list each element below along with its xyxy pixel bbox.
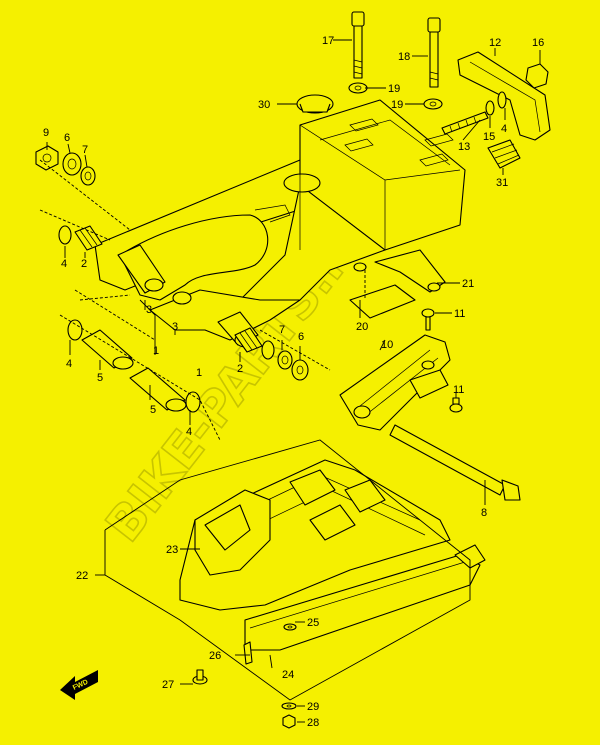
callout-12: 12 — [489, 37, 501, 49]
washer-7b — [277, 350, 293, 370]
callout-23: 23 — [166, 544, 178, 556]
callout-1: 1 — [196, 367, 202, 379]
callout-17: 17 — [322, 35, 334, 47]
callout-5: 5 — [97, 372, 103, 384]
ring-4b — [67, 319, 83, 341]
callout-4: 4 — [61, 258, 67, 270]
callout-7: 7 — [82, 144, 88, 156]
screw-11b — [449, 397, 463, 413]
ring-4d — [261, 340, 275, 360]
callout-19: 19 — [388, 83, 400, 95]
callout-4: 4 — [501, 123, 507, 135]
callout-1: 1 — [153, 345, 159, 357]
swingarm-assembly — [94, 99, 466, 348]
washer-7 — [80, 166, 96, 186]
callout-11: 11 — [453, 384, 464, 396]
callout-15: 15 — [483, 131, 495, 143]
callout-30: 30 — [258, 99, 270, 111]
callout-21: 21 — [462, 278, 474, 290]
callout-6: 6 — [64, 132, 70, 144]
callout-27: 27 — [162, 679, 174, 691]
callout-16: 16 — [532, 37, 544, 49]
callout-9: 9 — [43, 127, 49, 139]
callout-3: 3 — [146, 304, 152, 316]
leader-lines — [39, 39, 541, 723]
callout-29: 29 — [307, 701, 319, 713]
callout-24: 24 — [282, 669, 294, 681]
callout-13: 13 — [458, 141, 470, 153]
plate-21 — [353, 249, 446, 293]
callout-2: 2 — [237, 363, 243, 375]
callout-31: 31 — [496, 177, 508, 189]
callout-22: 22 — [76, 570, 88, 582]
axle-8 — [389, 424, 521, 501]
callout-7: 7 — [279, 324, 285, 336]
callout-20: 20 — [356, 321, 368, 333]
callout-6: 6 — [298, 331, 304, 343]
callout-2: 2 — [81, 258, 87, 270]
callout-11: 11 — [454, 308, 465, 320]
callout-19: 19 — [391, 99, 403, 111]
callout-25: 25 — [307, 617, 319, 629]
seal-6 — [62, 152, 82, 176]
clip-26 — [243, 641, 253, 665]
nut-9 — [35, 145, 59, 171]
bolt-18 — [427, 17, 441, 88]
guard-23 — [194, 469, 386, 576]
fwd-arrow-icon: FWD — [60, 670, 98, 700]
callout-5: 5 — [150, 404, 156, 416]
washer-29 — [281, 702, 297, 710]
bearing-2b — [234, 327, 263, 353]
sleeve-5a — [81, 329, 134, 370]
callout-28: 28 — [307, 717, 319, 729]
bolt-27 — [192, 669, 208, 685]
callout-4: 4 — [66, 358, 72, 370]
washer-25 — [283, 623, 297, 631]
washer-19a — [348, 82, 368, 94]
boot-31 — [487, 139, 521, 169]
callout-3: 3 — [172, 321, 178, 333]
sleeve-5b — [129, 367, 187, 412]
stud-13 — [441, 111, 489, 135]
seal-6b — [291, 359, 309, 381]
cap-30 — [296, 94, 334, 114]
bolt-17 — [351, 11, 365, 79]
washer-4-upper — [497, 91, 507, 109]
callout-numbers: 9 6 7 4 2 3 3 1 1 4 5 5 4 2 7 6 17 18 19… — [43, 35, 544, 729]
callout-10: 10 — [381, 339, 393, 351]
ring-4c — [185, 391, 201, 413]
ring-4a — [58, 225, 72, 245]
callout-18: 18 — [398, 51, 410, 63]
nut-15 — [485, 100, 495, 116]
callout-4: 4 — [186, 426, 192, 438]
callout-8: 8 — [481, 507, 487, 519]
plate-20 — [349, 284, 416, 319]
screw-11a — [421, 308, 435, 331]
callout-26: 26 — [209, 650, 221, 662]
chain-guide-10 — [339, 334, 451, 431]
bearing-2a — [74, 225, 103, 251]
washer-19b — [423, 98, 443, 110]
bolt-28 — [282, 714, 296, 729]
